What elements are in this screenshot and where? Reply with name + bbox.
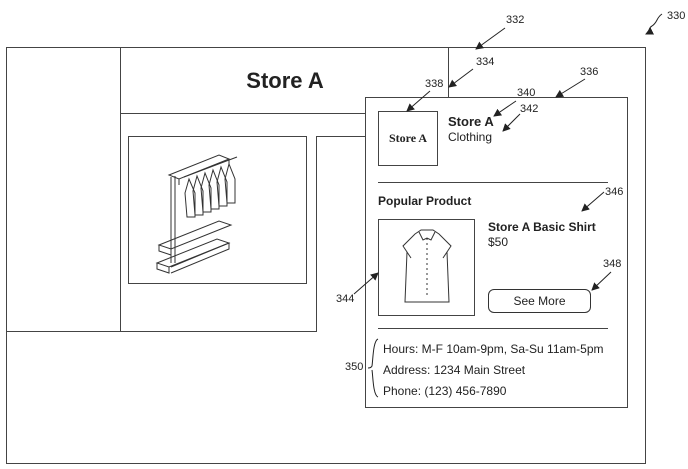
- header-right-divider: [448, 47, 449, 98]
- ref-330: 330: [667, 10, 686, 22]
- ref-338: 338: [425, 78, 444, 90]
- clothing-rack-icon: [155, 154, 238, 274]
- page-title: Store A: [246, 68, 324, 93]
- store-address: Address: 1234 Main Street: [383, 363, 526, 377]
- product-price: $50: [488, 235, 509, 249]
- store-category: Clothing: [448, 130, 493, 144]
- product-name[interactable]: Store A Basic Shirt: [488, 220, 596, 234]
- store-logo: Store A: [378, 111, 438, 166]
- product-tile[interactable]: [128, 136, 307, 284]
- ref-346: 346: [605, 186, 624, 198]
- popup-divider: [378, 182, 608, 183]
- see-more-button[interactable]: See More: [488, 289, 591, 313]
- shirt-icon: [402, 229, 452, 303]
- ref-334: 334: [476, 56, 495, 68]
- section-title: Popular Product: [378, 194, 472, 208]
- leader-332: [475, 27, 506, 50]
- popup-divider: [378, 328, 608, 329]
- store-name[interactable]: Store A: [448, 114, 494, 129]
- content-bottom-line: [6, 331, 366, 332]
- store-logo-text: Store A: [388, 131, 428, 145]
- ref-336: 336: [580, 66, 599, 78]
- ref-342: 342: [520, 103, 539, 115]
- store-hours: Hours: M-F 10am-9pm, Sa-Su 11am-5pm: [383, 342, 604, 356]
- ref-350: 350: [345, 361, 364, 373]
- store-popup: Store A Store A Clothing Popular Product…: [365, 97, 628, 408]
- leader-330: [645, 13, 663, 35]
- product-image[interactable]: [378, 219, 475, 316]
- header-bottom-line: [120, 113, 365, 114]
- left-column-divider: [120, 47, 121, 332]
- store-phone: Phone: (123) 456-7890: [383, 384, 507, 398]
- ref-340: 340: [517, 87, 536, 99]
- ref-344: 344: [336, 293, 355, 305]
- ref-332: 332: [506, 14, 525, 26]
- ref-348: 348: [603, 258, 622, 270]
